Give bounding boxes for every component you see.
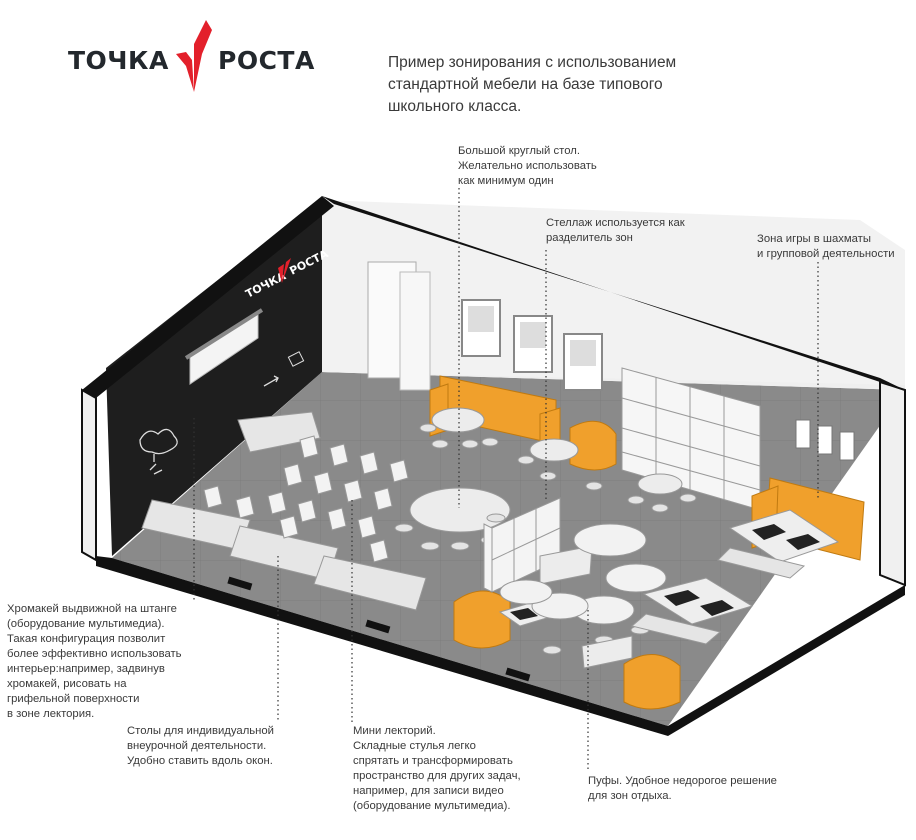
logo-word-left: ТОЧКА	[68, 46, 169, 75]
folding-chairs	[203, 435, 409, 563]
callout-chromakey: Хромакей выдвижной на штанге (оборудован…	[7, 603, 182, 720]
round-table-small-1	[431, 407, 485, 433]
callout-round-table: Большой круглый стол. Желательно использ…	[458, 145, 597, 187]
room-outline-left	[82, 196, 334, 398]
round-table-small-3	[637, 473, 683, 495]
callout-chess: Зона игры в шахматы и групповой деятельн…	[757, 233, 895, 260]
wall-hangers	[795, 419, 855, 461]
right-wall-front	[879, 380, 906, 587]
poufs	[499, 523, 667, 625]
shelf-divider	[483, 497, 561, 593]
armchair-2	[453, 590, 511, 649]
round-table-large	[409, 487, 511, 533]
room-outline-top	[322, 196, 905, 390]
lecture-desk	[237, 411, 321, 453]
page-title: Пример зонирования с использованием стан…	[388, 54, 677, 115]
callout-lecture: Мини лекторий. Складные стулья легко спр…	[353, 725, 521, 812]
window-wall-base	[96, 556, 668, 736]
left-wall-front	[81, 388, 97, 562]
individual-desks	[141, 499, 427, 611]
callout-shelf: Стеллаж используется как разделитель зон	[546, 217, 685, 244]
chess-table-1	[717, 509, 840, 579]
logo-word-right: РОСТА	[218, 46, 315, 75]
square-table	[539, 545, 593, 585]
callout-leaders	[193, 188, 819, 770]
tochka-rosta-logo: ТОЧКА РОСТА	[68, 20, 328, 104]
square-table-2	[581, 635, 633, 669]
armchair-1	[569, 420, 617, 471]
chalkboard-wall	[106, 198, 322, 556]
round-table-small-2	[529, 438, 579, 462]
sprout-logo-icon	[176, 20, 212, 92]
armchair-3	[623, 654, 681, 710]
callout-poufs: Пуфы. Удобное недорогое решение для зон …	[588, 775, 777, 802]
callout-desks: Столы для индивидуальной внеурочной деят…	[127, 725, 274, 767]
chess-table-2	[630, 577, 754, 645]
